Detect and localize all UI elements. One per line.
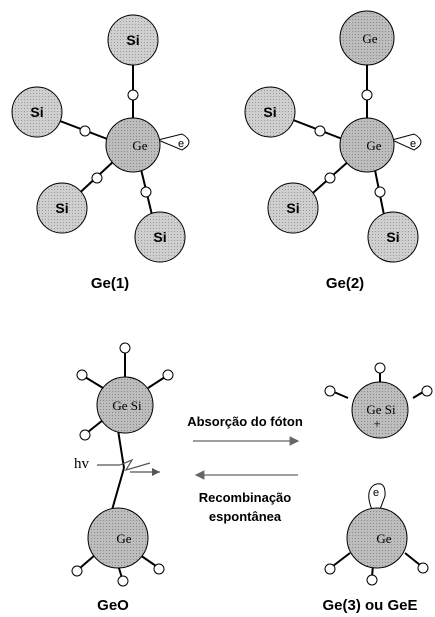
bond <box>412 391 424 399</box>
ge-atom <box>346 507 408 569</box>
recombination-label-line1: Recombinação <box>199 490 292 505</box>
hole-plus: + <box>373 416 380 431</box>
ge-atom <box>339 117 395 173</box>
bond-node <box>162 369 174 381</box>
bond <box>404 552 421 566</box>
si-atom <box>36 182 88 234</box>
bond <box>117 429 125 469</box>
ge-si-label: Ge Si <box>112 398 142 413</box>
ge-label: Ge <box>116 531 131 546</box>
ge-si-label: Ge Si <box>366 402 396 417</box>
ge-atom <box>105 117 161 173</box>
photon-label: hv <box>74 456 90 472</box>
absorption-label: Absorção do fóton <box>187 414 303 429</box>
si-label: Si <box>55 200 68 216</box>
electron-lobe <box>390 133 422 151</box>
bond-node <box>119 342 131 354</box>
bond-node <box>374 362 386 374</box>
bond <box>87 419 104 433</box>
bond-node <box>417 562 429 574</box>
ge-label: Ge <box>366 138 381 153</box>
bond-node <box>153 563 165 575</box>
si-atom <box>367 211 419 263</box>
si-atom <box>11 86 63 138</box>
bond-node <box>79 429 91 441</box>
electron-lobe <box>156 133 190 151</box>
si-label: Si <box>153 229 166 245</box>
caption-ge2: Ge(2) <box>326 275 364 292</box>
geo-structure: Ge Si Ge hv GeO <box>71 342 174 614</box>
caption-ge1: Ge(1) <box>91 275 129 292</box>
si-label: Si <box>30 104 43 120</box>
recombination-label-line2: espontânea <box>209 509 282 524</box>
ge3-structure: Ge Si + e Ge Ge(3) ou GeE <box>322 362 433 614</box>
ge1-structure: e Si Si Ge Si Si Ge(1) <box>11 14 190 292</box>
electron-label: e <box>178 138 184 150</box>
si-atom <box>107 14 159 66</box>
si-atom <box>267 182 319 234</box>
bond-node <box>91 172 103 184</box>
bond <box>147 376 166 389</box>
ge2-structure: e Ge Si Ge Si Si Ge(2) <box>244 10 422 292</box>
si-label: Si <box>286 200 299 216</box>
ge-atom <box>339 10 395 66</box>
caption-geo: GeO <box>97 597 129 614</box>
bond-node <box>314 125 326 137</box>
bond <box>84 376 104 389</box>
si-atom <box>134 211 186 263</box>
bond-node <box>140 186 152 198</box>
si-atom <box>244 86 296 138</box>
bond-node <box>127 89 139 101</box>
bond-node <box>421 385 433 397</box>
bond <box>111 467 125 511</box>
bond-node <box>324 563 336 575</box>
si-label: Si <box>126 32 139 48</box>
bond-node <box>366 574 378 586</box>
bond <box>79 554 96 569</box>
photon-arrowhead <box>152 468 160 476</box>
bond-node <box>374 186 386 198</box>
ge-label: Ge <box>132 138 147 153</box>
photon-zigzag <box>119 458 151 472</box>
electron-label: e <box>373 487 379 499</box>
bond <box>332 552 351 567</box>
ge-si-atom <box>96 376 154 434</box>
caption-ge3: Ge(3) ou GeE <box>322 597 417 614</box>
electron-lobe <box>368 483 386 513</box>
ge-label: Ge <box>376 531 391 546</box>
bond-node <box>361 89 373 101</box>
ge-label: Ge <box>362 31 377 46</box>
bond-node <box>71 565 83 577</box>
bond <box>139 554 157 567</box>
bond-node <box>79 125 91 137</box>
si-label: Si <box>386 229 399 245</box>
ge-si-positive-atom <box>351 381 409 439</box>
ge-atom <box>87 507 149 569</box>
bond-node <box>324 385 336 397</box>
electron-label: e <box>410 138 416 150</box>
bond-node <box>324 172 336 184</box>
bond-node <box>117 575 129 587</box>
bond-node <box>76 369 88 381</box>
si-label: Si <box>263 104 276 120</box>
bond <box>333 391 349 399</box>
transition-arrows: Absorção do fóton Recombinação espontâne… <box>187 414 303 524</box>
